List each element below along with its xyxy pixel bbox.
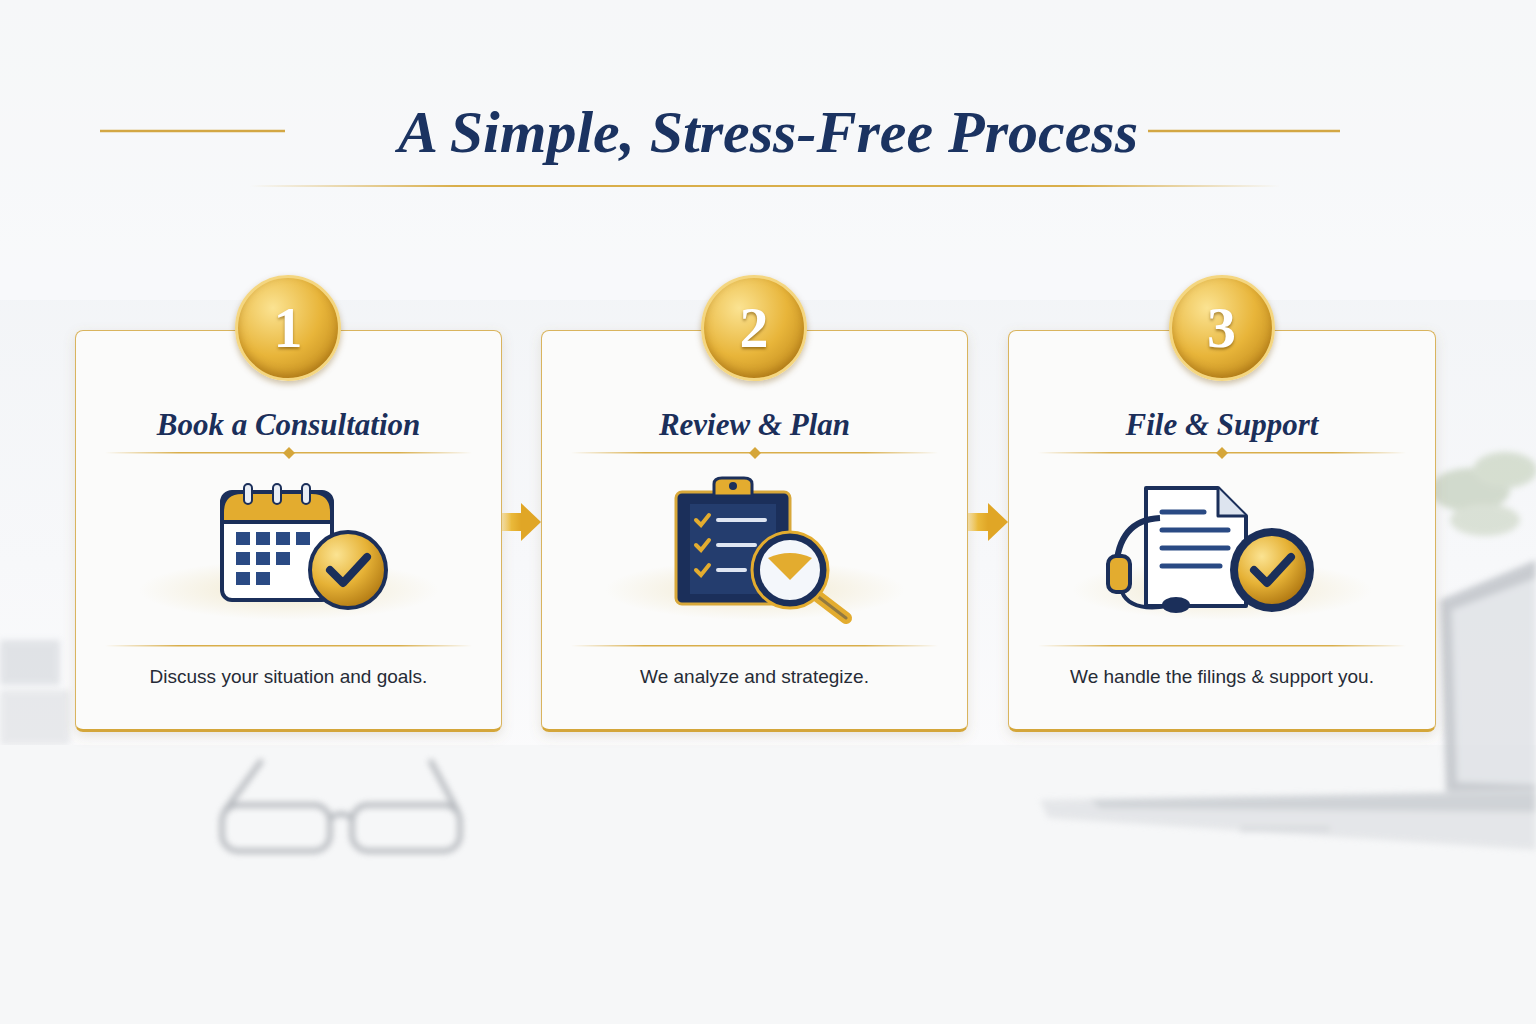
step-heading: Book a Consultation — [157, 405, 421, 445]
flow-arrow — [502, 503, 541, 541]
flow-arrow — [968, 503, 1008, 541]
clipboard-icon — [676, 478, 846, 618]
step-number-badge: 1 — [235, 275, 341, 381]
step-number-badge: 2 — [701, 275, 807, 381]
arrow-head — [521, 503, 541, 541]
process-card: Review & PlanWe analyze and strategize.2 — [541, 330, 968, 732]
arrow-shaft — [502, 513, 521, 531]
step-description: We analyze and strategize. — [624, 665, 885, 689]
title-text: A Simple, Stress-Free Process — [398, 99, 1138, 165]
diagram-title: A Simple, Stress-Free Process — [0, 92, 1536, 172]
process-card: File & Support We handle the filings & su… — [1008, 330, 1436, 732]
step-number-badge: 3 — [1169, 275, 1275, 381]
calendar-icon — [222, 484, 386, 608]
step-number: 1 — [274, 298, 303, 358]
document-support-icon — [1108, 488, 1314, 613]
arrow-head — [988, 503, 1008, 541]
step-description: We handle the filings & support you. — [1054, 665, 1390, 689]
step-heading: Review & Plan — [659, 405, 850, 445]
step-number: 2 — [740, 298, 769, 358]
step-heading: File & Support — [1126, 405, 1319, 445]
arrow-shaft — [968, 513, 988, 531]
step-description: Discuss your situation and goals. — [134, 665, 444, 689]
step-number: 3 — [1207, 298, 1236, 358]
process-card: Book a ConsultationDiscuss your situatio… — [75, 330, 502, 732]
